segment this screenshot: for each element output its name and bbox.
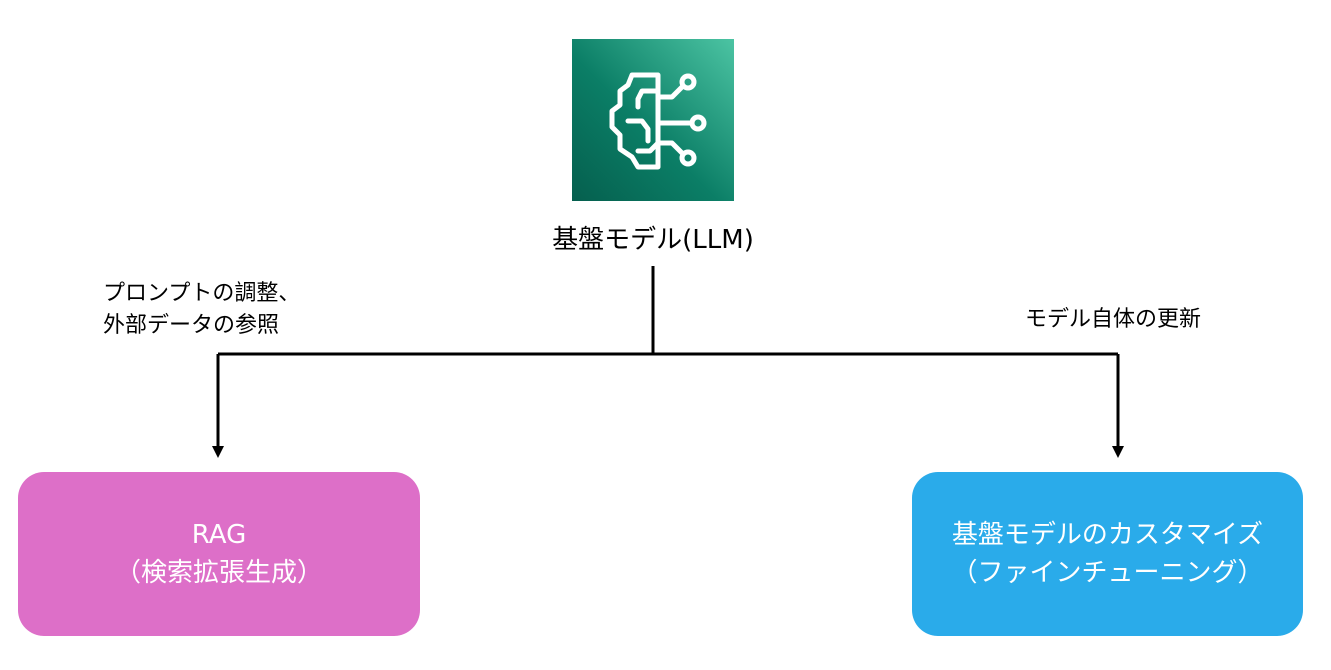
left-edge-label-line1: プロンプトの調整、 <box>103 281 301 306</box>
finetune-node-subtitle: （ファインチューニング） <box>951 558 1264 588</box>
brain-circuit-icon <box>609 72 707 170</box>
right-edge-label: モデル自体の更新 <box>1025 307 1202 332</box>
rag-node: RAG （検索拡張生成） <box>18 472 420 636</box>
root-node-label: 基盤モデル(LLM) <box>552 225 754 255</box>
finetune-node-title: 基盤モデルのカスタマイズ <box>951 520 1264 550</box>
foundation-model-icon-tile <box>572 39 734 201</box>
right-arrowhead <box>1112 446 1124 458</box>
left-edge-label-line2: 外部データの参照 <box>103 313 280 338</box>
finetune-node: 基盤モデルのカスタマイズ （ファインチューニング） <box>912 472 1303 636</box>
rag-node-subtitle: （検索拡張生成） <box>114 558 323 588</box>
left-arrowhead <box>212 446 224 458</box>
left-edge-label: プロンプトの調整、 外部データの参照 <box>103 278 300 342</box>
rag-node-title: RAG <box>191 520 247 550</box>
